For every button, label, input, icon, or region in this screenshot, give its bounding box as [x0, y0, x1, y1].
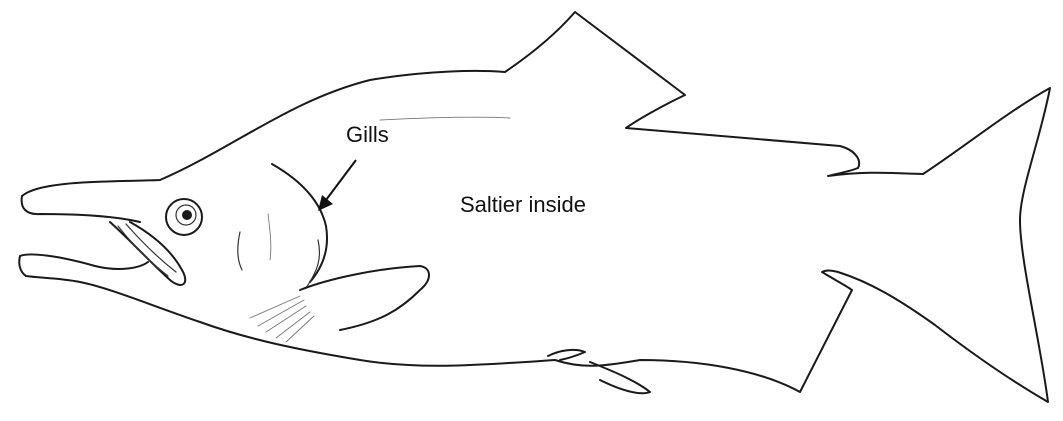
gills-arrow-shaft	[326, 160, 356, 200]
pelvic-fin	[548, 350, 585, 360]
lower-jaw	[20, 254, 148, 269]
pectoral-fin-rays	[250, 296, 314, 342]
gill-cover	[272, 164, 327, 282]
anal-fin	[590, 362, 650, 393]
eye-pupil	[182, 210, 192, 220]
saltier-inside-label: Saltier inside	[460, 192, 586, 217]
pectoral-fin	[300, 266, 429, 330]
gills-arrow-head	[318, 195, 333, 211]
gills-label: Gills	[346, 122, 389, 147]
gills-arrow	[318, 160, 356, 211]
gill-cover-inner	[306, 240, 320, 288]
cheek-shading	[268, 214, 271, 260]
cheek-line	[238, 232, 242, 270]
upper-jaw	[22, 196, 140, 222]
back-line	[380, 117, 510, 120]
